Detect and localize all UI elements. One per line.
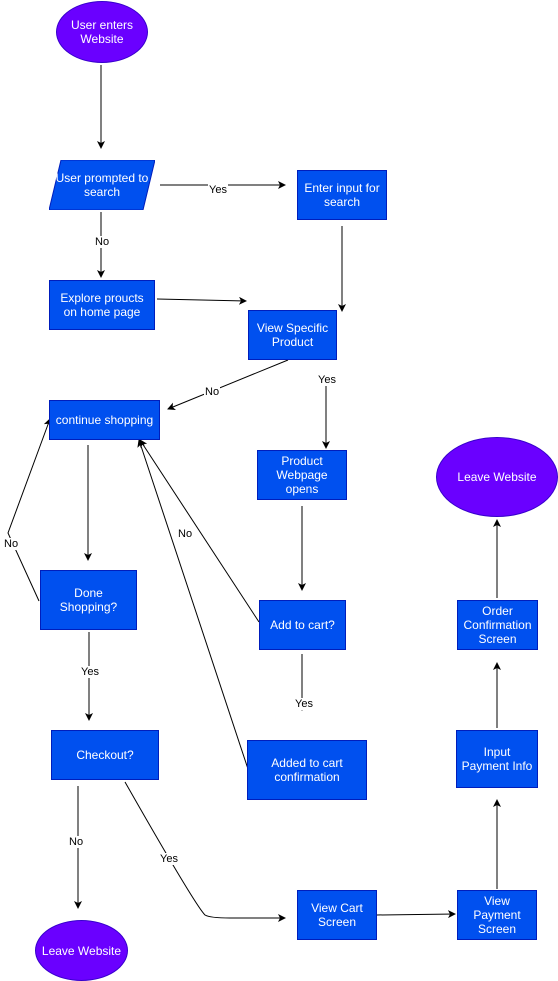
prompt-search-label: User prompted to search — [55, 171, 149, 199]
parallelogram-shape — [49, 160, 155, 210]
edge-label-checkout-to-cart: Yes — [159, 853, 179, 865]
enter-input-node[interactable]: Enter input for search — [297, 170, 387, 220]
edge-add-to-continue — [139, 439, 260, 623]
order-confirmation-node[interactable]: Order Confirmation Screen — [457, 600, 538, 650]
product-page-node[interactable]: Product Webpage opens — [257, 450, 347, 500]
edge-label-checkout-to-leave: No — [68, 836, 85, 848]
add-to-cart-node[interactable]: Add to cart? — [259, 600, 346, 650]
added-confirmation-node[interactable]: Added to cart confirmation — [247, 740, 367, 800]
view-cart-node[interactable]: View Cart Screen — [297, 890, 377, 940]
edge-label-view-to-product-page: Yes — [317, 374, 337, 386]
edge-label-done-to-checkout: Yes — [80, 666, 100, 678]
continue-shopping-node[interactable]: continue shopping — [49, 400, 160, 440]
edge-label-add-to-added: Yes — [294, 698, 314, 710]
done-shopping-node[interactable]: Done Shopping? — [40, 570, 137, 630]
explore-node[interactable]: Explore proucts on home page — [49, 280, 155, 330]
edge-label-add-to-continue: No — [177, 528, 194, 540]
checkout-node[interactable]: Checkout? — [51, 730, 159, 780]
leave-website-bottom-node[interactable]: Leave Website — [35, 920, 128, 981]
edge-label-done-to-continue: No — [3, 538, 20, 550]
edge-label-view-to-continue: No — [204, 386, 221, 398]
leave-website-top-node[interactable]: Leave Website — [436, 437, 558, 517]
view-payment-node[interactable]: View Payment Screen — [457, 890, 537, 940]
edge-label-prompt-to-input: Yes — [208, 184, 228, 196]
view-product-node[interactable]: View Specific Product — [248, 310, 337, 360]
prompt-search-node[interactable]: User prompted to search — [49, 160, 155, 210]
edge-label-prompt-to-explore: No — [94, 236, 111, 248]
edge-view-to-continue — [167, 359, 289, 411]
start-node[interactable]: User enters Website — [56, 1, 148, 63]
edge-explore-to-view — [156, 296, 247, 305]
edge-checkout-to-cart — [124, 781, 286, 922]
edge-done-to-continue — [7, 418, 52, 602]
input-payment-node[interactable]: Input Payment Info — [456, 730, 538, 788]
edge-added-to-continue — [137, 439, 249, 770]
edge-cart-to-payment — [376, 910, 456, 919]
